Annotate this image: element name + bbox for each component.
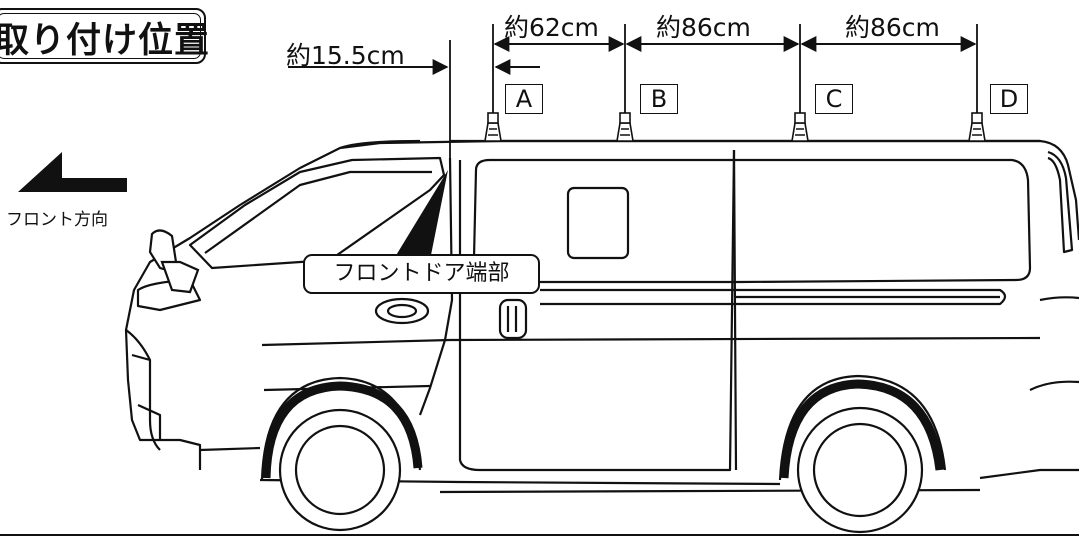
front-door-edge-callout: フロントドア端部	[303, 254, 540, 294]
rear-wheel	[796, 406, 924, 534]
mount-label-d: D	[990, 84, 1028, 114]
extension-lines	[449, 24, 978, 160]
dimension-arrows	[288, 36, 977, 75]
front-direction-label: フロント方向	[6, 210, 108, 230]
mount-brackets	[484, 112, 986, 142]
c-to-d-label: 約86cm	[845, 13, 940, 42]
side-mirror	[148, 229, 200, 294]
front-wheel	[278, 408, 402, 532]
front-offset-label: 約15.5cm	[286, 41, 405, 70]
mount-label-b: B	[640, 84, 678, 114]
mount-label-c: C	[815, 84, 853, 114]
a-to-b-label: 約62cm	[504, 13, 599, 42]
mount-label-a: A	[505, 84, 543, 114]
title-frame	[0, 8, 206, 64]
callout-pointer	[392, 170, 448, 262]
front-direction-arrow	[18, 152, 127, 192]
diagram-title: 取り付け位置	[0, 21, 211, 61]
b-to-c-label: 約86cm	[656, 13, 751, 42]
